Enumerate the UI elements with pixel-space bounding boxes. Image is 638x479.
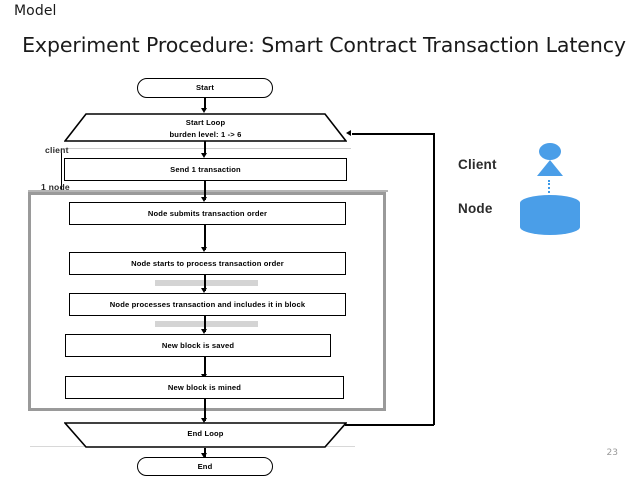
arrowhead-to-end <box>201 453 208 458</box>
swimlane-client-frame <box>61 148 351 190</box>
flow-node-block-mined[interactable]: New block is mined <box>65 376 344 399</box>
arrowhead-to-startloop <box>201 108 208 113</box>
flow-node-node-processes[interactable]: Node processes transaction and includes … <box>69 293 346 316</box>
arrowhead-to-submits <box>201 197 208 202</box>
connector-send-to-submits <box>204 181 206 200</box>
flow-node-send-transaction[interactable]: Send 1 transaction <box>64 158 347 181</box>
swimlane-label-client: client <box>45 145 69 155</box>
flow-node-send-transaction-label: Send 1 transaction <box>170 164 241 174</box>
page-number: 23 <box>606 448 618 458</box>
arrowhead-to-starts <box>201 247 208 252</box>
flow-node-start-loop-sublabel: burden level: 1 -> 6 <box>169 130 242 139</box>
flow-node-node-submits[interactable]: Node submits transaction order <box>69 202 346 225</box>
highlight-bar-latency-2 <box>155 321 258 327</box>
swimlane-divider-rule <box>28 190 388 192</box>
flow-node-block-saved-label: New block is saved <box>161 340 235 350</box>
slide-section-label: Model <box>14 3 57 19</box>
flow-node-node-starts-label: Node starts to process transaction order <box>131 258 284 268</box>
highlight-bar-latency-1 <box>155 280 258 286</box>
arrowhead-to-saved <box>201 329 208 334</box>
flow-node-node-starts[interactable]: Node starts to process transaction order <box>69 252 346 275</box>
connector-saved-to-mined <box>204 357 206 378</box>
arrowhead-to-send <box>201 153 208 158</box>
connector-mined-to-endloop <box>204 399 206 421</box>
flow-node-node-submits-label: Node submits transaction order <box>147 208 268 218</box>
flow-node-end[interactable]: End <box>137 457 273 476</box>
swimlane-node-frame <box>28 192 386 411</box>
flow-node-end-loop[interactable]: End Loop <box>64 422 347 448</box>
connector-submits-to-starts <box>204 225 206 250</box>
connector-start-to-startloop <box>204 98 206 110</box>
flow-node-end-label: End <box>197 461 213 471</box>
actor-icon <box>530 142 570 187</box>
flow-node-end-loop-label: End Loop <box>187 429 224 438</box>
flow-node-block-mined-label: New block is mined <box>167 382 242 392</box>
connector-starts-to-processes <box>204 275 206 291</box>
loopback-segment-bottom <box>345 424 434 426</box>
flow-node-start-loop[interactable]: Start Loop burden level: 1 -> 6 <box>64 113 347 142</box>
flow-node-start[interactable]: Start <box>137 78 273 98</box>
page-title: Experiment Procedure: Smart Contract Tra… <box>22 33 626 57</box>
arrowhead-to-endloop <box>201 418 208 423</box>
arrowhead-loopback-to-startloop <box>346 129 351 136</box>
flow-node-node-processes-label: Node processes transaction and includes … <box>109 299 306 309</box>
arrowhead-to-processes <box>201 288 208 293</box>
flow-node-block-saved[interactable]: New block is saved <box>65 334 331 357</box>
loopback-segment-right <box>433 133 435 425</box>
connector-processes-to-saved <box>204 316 206 332</box>
legend-label-client: Client <box>458 157 497 172</box>
legend-connector-dotted-line <box>548 180 550 200</box>
swimlane-label-node: 1 node <box>41 182 70 192</box>
database-cylinder-icon <box>519 194 581 241</box>
flow-node-start-loop-label: Start Loop <box>185 118 226 127</box>
legend-label-node: Node <box>458 201 493 216</box>
loopback-segment-top <box>352 133 434 135</box>
connector-startloop-to-send <box>204 141 206 155</box>
flow-node-start-label: Start <box>195 83 215 93</box>
